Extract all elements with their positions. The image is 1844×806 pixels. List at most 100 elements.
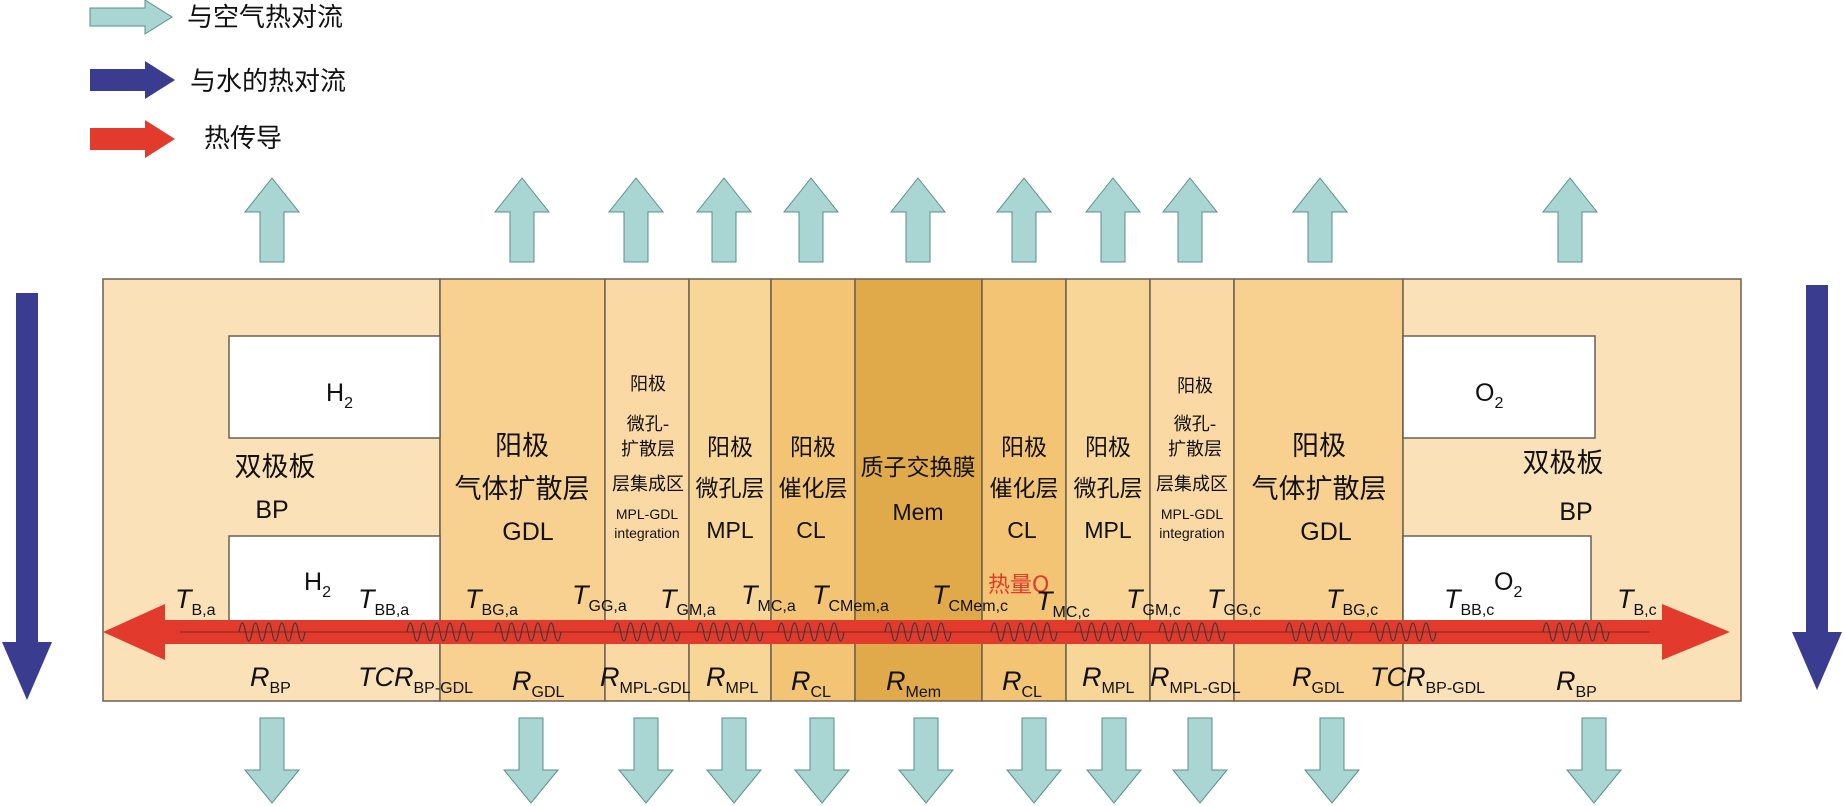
resistor-spring [238,622,306,642]
temperature-node-label: TGG,a [572,580,627,615]
water-convection-arrow-left [2,293,52,700]
cl-anode-title: 阳极 [790,435,836,461]
temperature-node-label: TGM,a [660,584,716,619]
resistance-label: TCRBP-GDL [1370,662,1485,697]
thermal-resistor-springs [238,622,1610,642]
air-arrow-down [1303,717,1361,804]
temperature-node-label: TB,c [1617,584,1657,619]
cl-cathode-cn: 催化层 [990,476,1059,502]
water-convection-arrow-right [1792,285,1842,690]
air-arrow-up [1541,177,1599,263]
air-arrow-down [502,717,560,804]
h2-label-top: H2 [326,379,353,412]
resistance-label: RMPL [706,662,759,697]
resistor-spring [1074,622,1142,642]
resistor-spring [1285,622,1353,642]
mpl-anode-title: 阳极 [707,435,753,461]
resistor-spring [1369,622,1437,642]
temperature-node-label: TGG,c [1207,584,1261,619]
gdl-cathode-en: GDL [1300,518,1352,546]
gdl-anode-title: 阳极 [495,431,549,462]
resistance-label: RMPL [1082,662,1135,697]
resistor-spring [1158,622,1226,642]
int-anode-cn3: 层集成区 [612,474,684,495]
air-arrow-up [1084,177,1142,263]
temperature-node-label: TMC,c [1036,586,1090,621]
resistor-spring [696,622,764,642]
resistor-spring [777,622,845,642]
air-arrow-up [889,177,947,263]
resistance-label: RGDL [512,666,565,701]
air-arrow-up [607,177,665,263]
air-arrow-down [1565,717,1623,804]
mem-en: Mem [892,499,943,525]
int-anode-en2: integration [614,525,679,541]
air-arrow-down [617,717,675,804]
mpl-cathode-title: 阳极 [1085,435,1131,461]
resistor-spring [990,622,1058,642]
gdl-anode-en: GDL [502,518,554,546]
int-cathode-en1: MPL-GDL [1161,506,1223,522]
o2-label-top: O2 [1475,379,1503,412]
air-arrow-down [1085,717,1143,804]
mpl-anode-cn: 微孔层 [696,476,765,502]
temperature-node-label: TBB,a [358,584,409,619]
resistor-spring [494,622,562,642]
resistance-label: RBP [250,662,291,697]
air-arrow-up [695,177,753,263]
temperature-node-label: TCMem,a [812,580,889,615]
temperature-node-label: TB,a [175,584,216,619]
air-arrow-down [705,717,763,804]
int-anode-cn2: 扩散层 [621,439,675,460]
gdl-anode-cn: 气体扩散层 [455,474,590,505]
cl-cathode-title: 阳极 [1001,435,1047,461]
air-convection-arrows-top [243,177,1599,263]
resistance-label: RMPL-GDL [600,662,691,697]
resistance-label: RBP [1556,666,1597,701]
legend-air-label: 与空气热对流 [187,3,343,33]
int-cathode-title: 阳极 [1177,376,1213,397]
air-arrow-up [243,177,301,263]
legend-water-arrow [90,61,175,99]
resistance-label: RMPL-GDL [1150,662,1241,697]
resistance-label: RGDL [1292,662,1345,697]
resistance-label: RCL [791,666,831,701]
air-arrow-up [1161,177,1219,263]
air-arrow-up [1291,177,1349,263]
legend-conduction-arrow [90,120,175,158]
h2-label-bottom: H2 [304,568,331,601]
legend-air-arrow [89,0,173,35]
air-arrow-down [243,717,301,804]
air-arrow-down [793,717,851,804]
cl-anode-cn: 催化层 [779,476,848,502]
resistance-label: TCRBP-GDL [358,662,473,697]
air-arrow-up [995,177,1053,263]
resistor-spring [613,622,681,642]
bp-anode-cn: 双极板 [235,452,316,483]
temperature-node-label: TGM,c [1126,584,1181,619]
cl-cathode-en: CL [1007,517,1037,543]
air-arrow-down [897,717,955,804]
legend: 与空气热对流 与水的热对流 热传导 [89,0,346,158]
resistor-spring [406,622,474,642]
bp-cathode-en: BP [1559,498,1592,526]
cl-anode-en: CL [796,517,826,543]
int-cathode-cn2: 扩散层 [1168,439,1222,460]
air-arrow-down [1171,717,1229,804]
int-anode-title: 阳极 [630,374,666,395]
h2-channel-top [228,335,441,439]
int-cathode-cn1: 微孔- [1174,414,1217,435]
mpl-anode-en: MPL [706,517,754,543]
int-anode-en1: MPL-GDL [616,506,678,522]
int-cathode-cn3: 层集成区 [1156,474,1228,495]
air-arrow-up [493,177,551,263]
resistor-spring [1542,622,1610,642]
resistor-spring [884,622,952,642]
resistance-label: RCL [1002,666,1042,701]
legend-conduction-label: 热传导 [204,124,282,154]
legend-water-label: 与水的热对流 [190,67,346,97]
gdl-cathode-title: 阳极 [1292,431,1346,462]
bp-cathode-cn: 双极板 [1523,448,1604,479]
